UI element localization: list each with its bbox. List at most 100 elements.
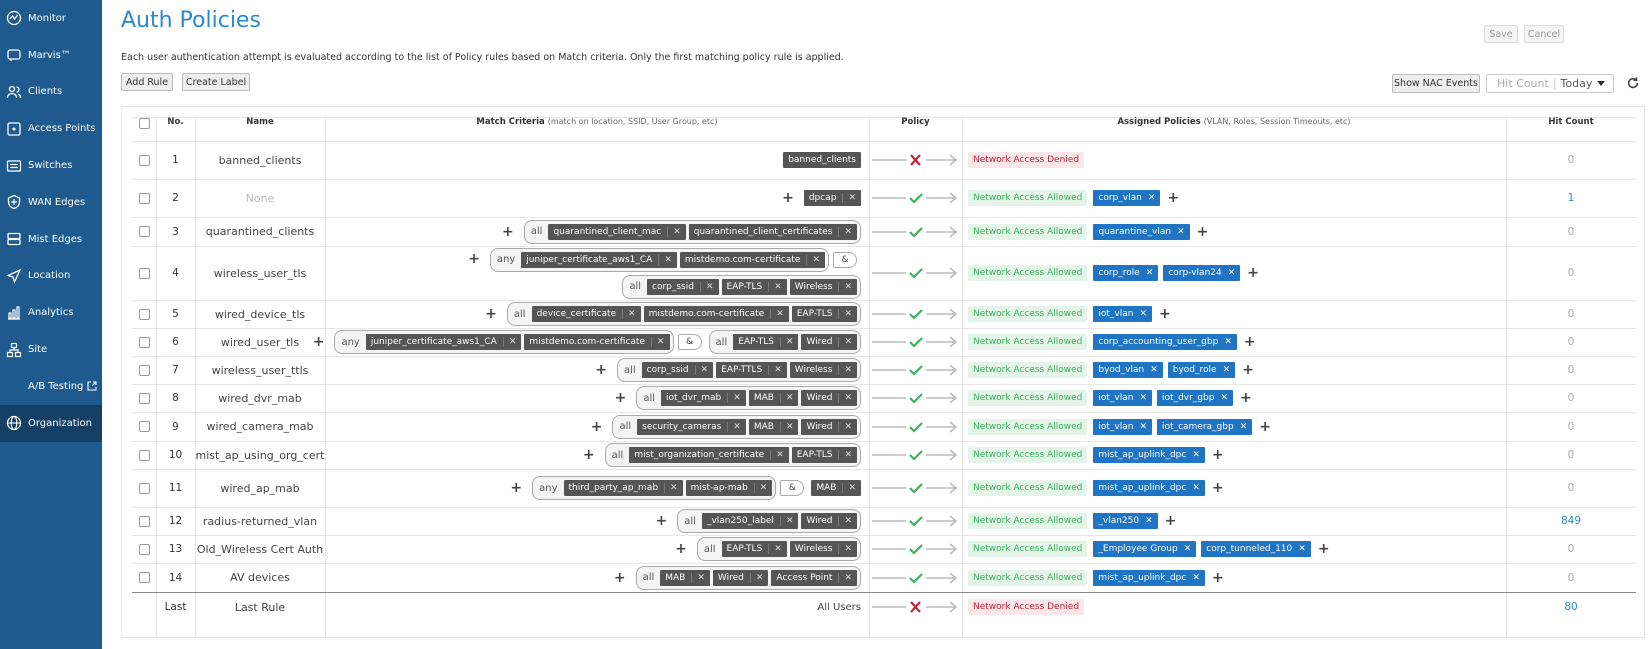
sidebar-item-access-points[interactable]: Access Points (0, 110, 102, 147)
add-icon[interactable]: + (1242, 362, 1254, 378)
policy-cell[interactable] (869, 441, 962, 469)
hit-count-select[interactable]: Hit Count | Today (1486, 74, 1614, 93)
policy-cell[interactable] (869, 592, 962, 622)
rule-name[interactable]: mist_ap_using_org_cert (195, 448, 325, 462)
add-icon[interactable]: + (582, 447, 595, 463)
remove-tag-icon[interactable]: ✕ (1139, 309, 1148, 319)
remove-tag-icon[interactable]: ✕ (779, 337, 793, 347)
remove-tag-icon[interactable]: ✕ (1227, 268, 1236, 278)
add-icon[interactable]: + (613, 569, 626, 586)
add-icon[interactable]: + (1247, 265, 1260, 281)
sidebar-item-wan-edges[interactable]: WAN Edges (0, 184, 102, 221)
policy-cell[interactable] (869, 412, 962, 441)
add-icon[interactable]: + (1243, 334, 1256, 350)
remove-tag-icon[interactable]: ✕ (838, 309, 852, 319)
add-icon[interactable]: + (782, 190, 794, 206)
rule-name[interactable]: AV devices (230, 571, 290, 584)
row-checkbox[interactable] (138, 543, 150, 555)
remove-tag-icon[interactable]: ✕ (699, 281, 714, 292)
row-checkbox[interactable] (138, 572, 150, 583)
add-icon[interactable]: + (468, 251, 480, 267)
create-label-button[interactable]: Create Label (182, 73, 250, 91)
remove-tag-icon[interactable]: ✕ (664, 483, 678, 493)
remove-tag-icon[interactable]: ✕ (770, 450, 784, 460)
add-icon[interactable]: + (312, 334, 325, 350)
rule-name[interactable]: radius-returned_vlan (202, 514, 318, 528)
hit-count[interactable]: 80 (1564, 601, 1578, 613)
policy-cell[interactable] (869, 356, 962, 384)
add-icon[interactable]: + (614, 390, 627, 406)
add-icon[interactable]: + (1159, 306, 1171, 322)
add-icon[interactable]: + (1196, 223, 1209, 240)
policy-cell[interactable] (869, 535, 962, 563)
remove-tag-icon[interactable]: ✕ (1183, 544, 1192, 554)
remove-tag-icon[interactable]: ✕ (779, 516, 793, 526)
policy-cell[interactable] (869, 141, 962, 179)
remove-tag-icon[interactable]: ✕ (838, 544, 852, 554)
rule-name[interactable]: wired_ap_mab (220, 481, 300, 495)
row-checkbox[interactable] (138, 392, 150, 404)
remove-tag-icon[interactable]: ✕ (1145, 516, 1153, 526)
sidebar-item-marvis[interactable]: Marvis™ (0, 37, 102, 74)
add-icon[interactable]: + (1211, 480, 1224, 496)
remove-tag-icon[interactable]: ✕ (768, 544, 782, 554)
remove-tag-icon[interactable]: ✕ (1177, 226, 1185, 237)
remove-tag-icon[interactable]: ✕ (1220, 393, 1228, 403)
remove-tag-icon[interactable]: ✕ (768, 281, 782, 292)
sidebar-item-switches[interactable]: Switches (0, 147, 102, 184)
remove-tag-icon[interactable]: ✕ (838, 421, 852, 432)
remove-tag-icon[interactable]: ✕ (838, 337, 852, 347)
policy-cell[interactable] (869, 217, 962, 246)
add-icon[interactable]: + (485, 306, 497, 322)
policy-cell[interactable] (869, 507, 962, 535)
hit-count[interactable]: 849 (1560, 515, 1582, 527)
rule-name[interactable]: quarantined_clients (205, 225, 315, 238)
remove-tag-icon[interactable]: ✕ (1139, 393, 1148, 403)
policy-cell[interactable] (869, 384, 962, 412)
remove-tag-icon[interactable]: ✕ (650, 337, 665, 347)
remove-tag-icon[interactable]: ✕ (622, 309, 636, 319)
remove-tag-icon[interactable]: ✕ (1139, 421, 1148, 432)
sidebar-item-location[interactable]: Location (0, 258, 102, 295)
policy-cell[interactable] (869, 563, 962, 592)
row-checkbox[interactable] (138, 449, 150, 461)
policy-cell[interactable] (869, 328, 962, 356)
add-icon[interactable]: + (1240, 390, 1252, 406)
rule-name[interactable]: wired_user_tls (220, 335, 300, 349)
remove-tag-icon[interactable]: ✕ (753, 483, 767, 493)
remove-tag-icon[interactable]: ✕ (842, 193, 856, 203)
sidebar-item-site[interactable]: Site (0, 331, 102, 368)
rule-name[interactable]: wireless_user_tls (213, 266, 307, 280)
policy-cell[interactable] (869, 469, 962, 507)
row-checkbox[interactable] (138, 154, 150, 166)
policy-cell[interactable] (869, 179, 962, 217)
remove-tag-icon[interactable]: ✕ (1192, 572, 1200, 583)
remove-tag-icon[interactable]: ✕ (727, 421, 741, 432)
sidebar-item-monitor[interactable]: Monitor (0, 0, 102, 37)
row-checkbox[interactable] (138, 308, 150, 320)
remove-tag-icon[interactable]: ✕ (1222, 365, 1231, 375)
add-icon[interactable]: + (1211, 447, 1224, 463)
remove-tag-icon[interactable]: ✕ (838, 365, 852, 375)
add-icon[interactable]: + (502, 223, 514, 240)
show-nac-events-button[interactable]: Show NAC Events (1392, 74, 1480, 93)
remove-tag-icon[interactable]: ✕ (779, 421, 793, 432)
remove-tag-icon[interactable]: ✕ (691, 572, 705, 583)
add-icon[interactable]: + (675, 541, 687, 557)
sidebar-item-organization[interactable]: Organization (0, 404, 102, 442)
add-icon[interactable]: + (1259, 418, 1271, 435)
select-all-checkbox[interactable] (138, 117, 150, 129)
remove-tag-icon[interactable]: ✕ (838, 226, 852, 237)
add-rule-button[interactable]: Add Rule (121, 73, 173, 91)
row-checkbox[interactable] (138, 515, 150, 527)
